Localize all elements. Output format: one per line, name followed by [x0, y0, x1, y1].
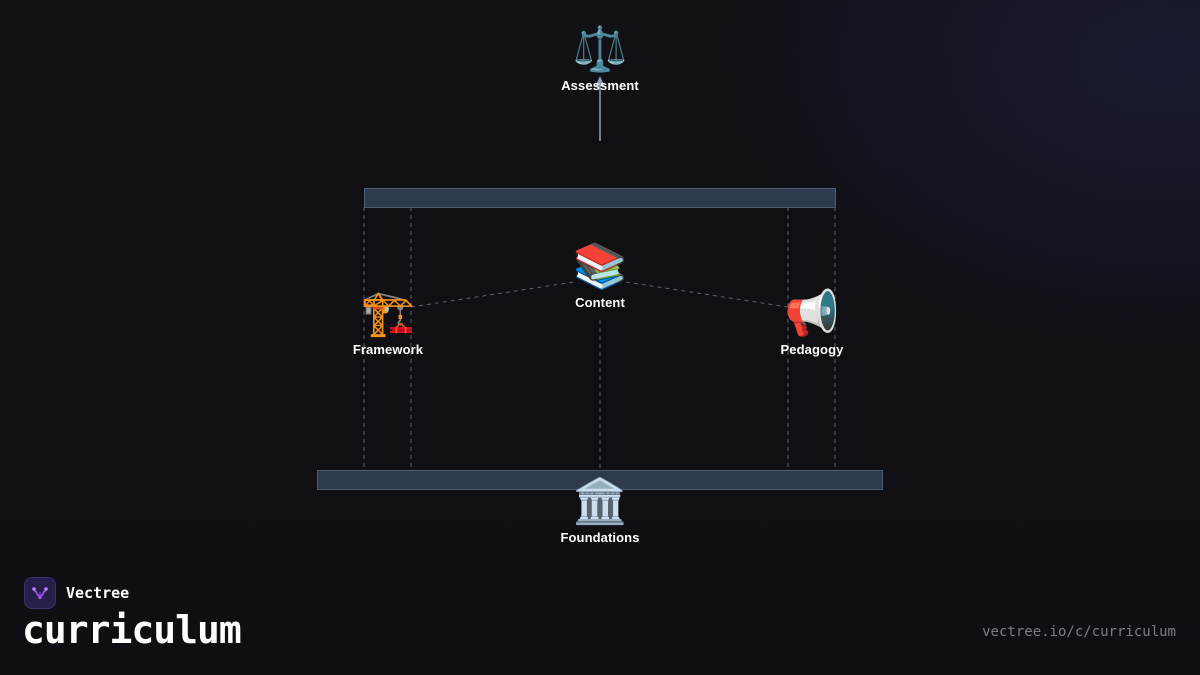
pedagogy-node[interactable]: 📢 Pedagogy [752, 288, 872, 357]
framework-label: Framework [352, 342, 424, 357]
vectree-logo-icon [24, 577, 56, 609]
classical-building-icon: 🏛️ [572, 477, 628, 526]
content-pedagogy-link [625, 281, 789, 308]
assessment-arrow-head [595, 76, 605, 86]
books-icon: 📚 [572, 242, 628, 291]
bottom-beam [317, 470, 883, 490]
page-title: curriculum [22, 608, 242, 652]
megaphone-icon: 📢 [784, 289, 840, 338]
content-node[interactable]: 📚 Content [540, 241, 660, 310]
content-label: Content [575, 295, 625, 310]
foundations-node[interactable]: 🏛️ Foundations [540, 476, 660, 545]
brand-name: Vectree [66, 584, 130, 602]
assessment-node[interactable]: ⚖️ Assessment [540, 24, 660, 93]
foundations-label: Foundations [560, 530, 640, 545]
assessment-label: Assessment [561, 78, 639, 93]
page-url[interactable]: vectree.io/c/curriculum [982, 624, 1176, 640]
brand[interactable]: Vectree [24, 577, 129, 609]
crane-icon: 🏗️ [360, 289, 416, 338]
top-beam [364, 188, 836, 208]
scales-icon: ⚖️ [572, 25, 628, 74]
framework-node[interactable]: 🏗️ Framework [328, 288, 448, 357]
framework-content-link [410, 281, 575, 308]
pedagogy-label: Pedagogy [780, 342, 844, 357]
